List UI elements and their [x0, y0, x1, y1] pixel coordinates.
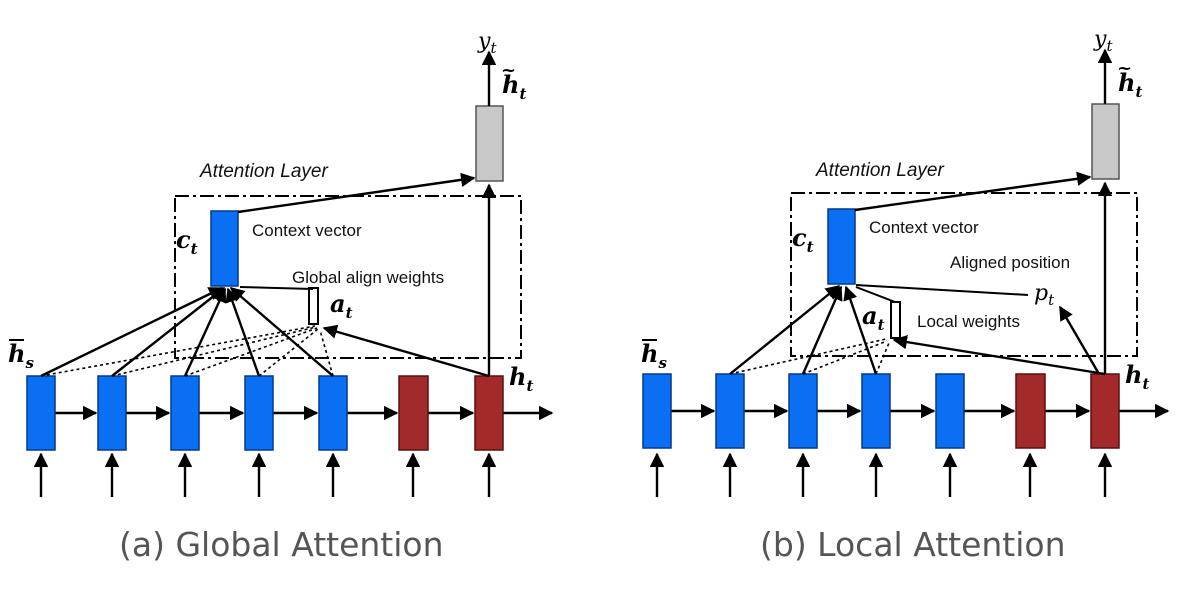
ht-label: ht	[1125, 360, 1149, 393]
source-state	[642, 373, 672, 449]
svg-text:hs: hs	[641, 339, 667, 372]
context-vector-box	[210, 210, 239, 287]
context-arrows	[729, 285, 878, 375]
attention-layer-label: Attention Layer	[815, 160, 944, 181]
svg-text:~: ~	[501, 60, 516, 81]
source-state	[97, 375, 127, 451]
ht-to-position-arrow	[1058, 305, 1101, 375]
context-arrows	[40, 286, 334, 378]
target-state-current	[474, 375, 504, 451]
svg-text:hs: hs	[8, 339, 34, 372]
ht-label: ht	[509, 362, 533, 395]
align-to-context-line	[239, 286, 314, 290]
htilde-label: ht ~	[501, 60, 526, 103]
attention-layer-frame	[790, 192, 1138, 357]
c-label: ct	[176, 225, 198, 258]
svg-text:ht: ht	[1118, 68, 1142, 101]
local-weights-label: Local weights	[917, 312, 1020, 331]
panel-local-attention: Attention Layer Context vector Aligned p…	[641, 27, 1170, 564]
svg-text:ht: ht	[502, 70, 526, 103]
input-arrows	[33, 452, 497, 497]
output-state-box	[1091, 103, 1120, 180]
align-weights-box	[308, 287, 319, 325]
c-label: ct	[792, 223, 814, 256]
local-weights-box	[890, 301, 901, 339]
context-vector-box	[827, 208, 856, 285]
source-state	[244, 375, 274, 451]
hs-label: hs	[641, 339, 667, 372]
source-state	[935, 373, 965, 449]
ht-to-align-arrow	[322, 324, 490, 378]
source-state	[26, 375, 56, 451]
context-vector-label: Context vector	[252, 221, 362, 240]
align-weights-label: Global align weights	[292, 268, 444, 287]
context-to-output-arrow	[237, 172, 476, 214]
attention-layer-label: Attention Layer	[199, 161, 328, 182]
aligned-position-label: Aligned position	[950, 253, 1070, 272]
a-label: at	[862, 301, 885, 334]
source-state	[715, 373, 745, 449]
target-state	[398, 375, 429, 451]
source-state	[318, 375, 348, 451]
y-label: yt	[1093, 27, 1113, 55]
ht-to-align-arrow	[892, 334, 1106, 376]
htilde-label: ht ~	[1117, 58, 1142, 101]
caption-local-attention: (b) Local Attention	[760, 525, 1066, 564]
input-arrows	[649, 452, 1113, 497]
a-label: at	[330, 289, 353, 322]
svg-text:~: ~	[1117, 58, 1132, 79]
weights-to-context-line	[855, 286, 896, 303]
context-vector-label: Context vector	[869, 218, 979, 237]
panel-global-attention: Attention Layer Context vector Global al…	[8, 29, 554, 564]
position-to-context-line	[855, 284, 1029, 296]
align-dotted-lines	[40, 325, 334, 377]
hs-label: hs	[8, 339, 34, 372]
p-label: pt	[1034, 281, 1055, 309]
align-dotted-lines	[729, 338, 890, 375]
y-label: yt	[477, 29, 497, 57]
context-to-output-arrow	[854, 171, 1092, 212]
target-state-current	[1090, 373, 1120, 449]
source-state	[861, 373, 891, 449]
source-state	[170, 375, 200, 451]
attention-layer-frame	[174, 195, 522, 359]
target-state	[1015, 373, 1046, 449]
source-state	[788, 373, 818, 449]
output-state-box	[475, 105, 504, 182]
caption-global-attention: (a) Global Attention	[119, 525, 444, 564]
